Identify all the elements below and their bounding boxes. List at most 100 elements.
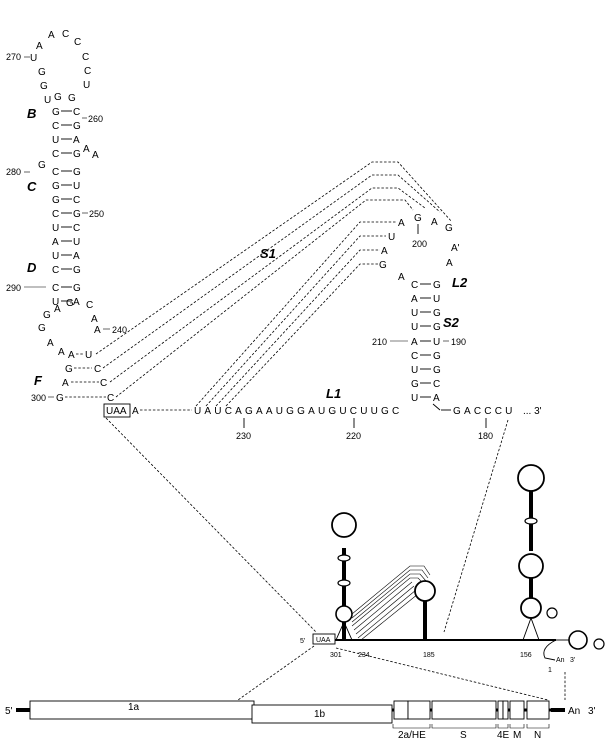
nt-U: U [411,308,418,319]
nt-C: C [94,364,101,375]
nt-C: C [84,66,91,77]
tail-curve [543,639,557,661]
nt-C: C [73,195,80,206]
nt-G: G [54,92,62,103]
hairpin1-stem [342,548,346,640]
bulge [524,517,538,525]
nt-C: C [86,300,93,311]
gene-n-label: N [534,730,541,741]
nt-A: A [62,378,69,389]
three-prime-end: ... 3' [523,406,542,417]
nt-C: C [433,379,440,390]
genome-three-prime: 3' [588,706,596,717]
nt-A: A [92,150,99,161]
nt-C: C [74,37,81,48]
nt-A: A [411,294,418,305]
nt-G: G [433,322,441,333]
bracket-4e [497,724,509,729]
nt-U: U [52,251,59,262]
terminal-loop [568,630,588,650]
nt-C: C [52,121,59,132]
nt-A: A [73,297,80,308]
nt-A: A [73,251,80,262]
nt-G: G [38,67,46,78]
nt-U: U [83,80,90,91]
gene-2a-box [393,700,409,720]
zoom-line-left [105,417,317,633]
bracket-2a [392,724,431,729]
nt-A: A [398,272,405,283]
nt-U: U [73,237,80,248]
nt-U: U [411,322,418,333]
nt-A: A [446,258,453,269]
gene-he-box [407,700,431,720]
nt-A: A [54,304,61,315]
bracket-n [526,724,550,729]
nt-G: G [433,365,441,376]
nt-G: G [73,149,81,160]
label-D: D [27,260,37,275]
nt-A: A [52,237,59,248]
hairpin2-stem [423,601,427,640]
nt-G: G [66,298,74,309]
nt-G: G [73,283,81,294]
nt-G: G [38,323,46,334]
l1-sequence-text: UAUCAGAAUGGAUGUCUUGC [194,406,402,417]
nt-A: A [91,314,98,325]
nt-G: G [40,81,48,92]
gene-n-box [526,700,550,720]
nt-A: A [36,41,43,52]
nt-A: A [94,325,101,336]
position-301-label: 301 [330,652,342,659]
position-300-label: 300 [31,393,46,403]
s2-stem-loop: A U A G G A G A' A 200 A C G L2 A U U G … [372,213,468,411]
nt-C: C [107,393,114,404]
nt-G: G [52,195,60,206]
nt-U: U [44,95,51,106]
nt-G: G [52,181,60,192]
terminal-small-loop [593,638,605,650]
nt-G: G [52,107,60,118]
uaa-stop-codon-box [103,403,131,418]
nt-U: U [411,393,418,404]
s1-pseudoknot-connections: S1 [95,161,453,407]
position-210-label: 210 [372,337,387,347]
upper-stem-loop: 270 U A A C C G G U C C U G G G C 260 C … [6,29,104,308]
gene-1b-label: 1b [314,709,326,720]
uaa-codon-text: UAA [106,406,127,417]
nt-A: A [83,144,90,155]
stem-base [522,616,540,641]
gene-m-box [509,700,525,720]
nt-U: U [30,53,37,64]
nt-U: U [52,297,59,308]
genome-five-prime: 5' [5,706,13,717]
position-234-label: 234 [358,652,370,659]
hairpin1-loop [331,512,357,538]
gene-1b-box [251,704,393,724]
label-L1: L1 [326,386,341,401]
five-prime-label: 5' [300,638,305,645]
gene-4-box [497,700,504,720]
hairpin3-lower-loop [520,597,542,619]
l1-sequence-line: UAA A UAUCAGAAUGGAUGUCUUGC GACCCU ... 3'… [103,386,542,441]
nt-G: G [379,260,387,271]
s1-connection-3 [109,187,426,383]
nt-A: A [411,337,418,348]
nt-U: U [52,223,59,234]
position-190-label: 190 [451,337,466,347]
nt-C: C [100,378,107,389]
nt-G: G [433,351,441,362]
bulge [337,579,351,587]
zoom-line-genome-left [237,645,315,701]
nt-C: C [73,107,80,118]
gene-s-label: S [460,730,467,741]
s1-connection-7 [215,249,380,407]
hairpin2-loop [414,580,436,602]
bracket-m [509,724,525,729]
genome-map: 5' 1a 1b An 3' 2a/HE S 4E M N [5,700,596,741]
lower-loop-region: G A G G A A C A A 240 A U G C F A C 300 … [31,298,127,404]
nt-A: A [68,350,75,361]
nt-C: C [411,280,418,291]
nt-A: A [431,217,438,228]
